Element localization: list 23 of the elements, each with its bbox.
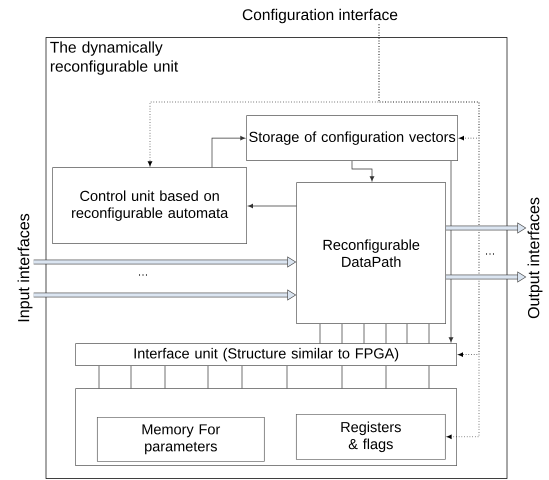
arrow (448, 160, 454, 342)
storage-box: Storage of configuration vectors (246, 115, 458, 161)
bus-line (130, 366, 132, 389)
bus-line (428, 324, 430, 344)
datapath-box: Reconfigurable DataPath (296, 182, 446, 324)
memory-box: Memory For parameters (96, 416, 265, 462)
arrow (212, 136, 246, 168)
control-box: Control unit based on reconfigurable automata (52, 167, 247, 244)
ellipsis: … (486, 253, 494, 255)
bus-line (164, 366, 166, 389)
bus-line (98, 366, 100, 389)
dotted-arrow (378, 24, 480, 440)
interface-box: Interface unit (Structure similar to FPGA) (75, 343, 457, 366)
interface-label: Output interfaces (528, 198, 542, 318)
ellipsis: … (139, 274, 147, 276)
bus-line (286, 366, 288, 389)
arrow (248, 204, 297, 208)
interface-label: Configuration interface (242, 8, 398, 24)
bus-line (406, 324, 408, 344)
arrow (352, 160, 374, 182)
registers-box: Registers & flags (296, 414, 446, 460)
bus-line (428, 366, 430, 389)
interface-label: Input interfaces (18, 214, 32, 322)
